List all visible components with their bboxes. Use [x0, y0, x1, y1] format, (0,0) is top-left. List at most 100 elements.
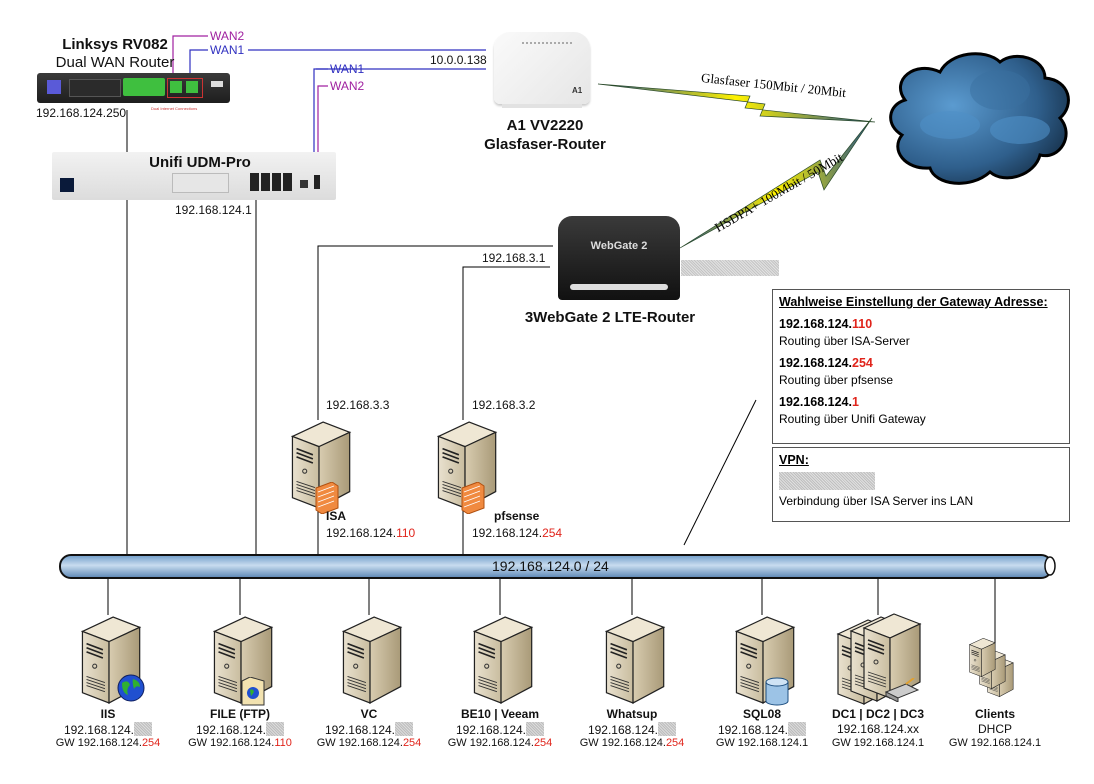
- gateway-suffix: 1: [918, 737, 925, 749]
- internet-cloud-icon: [889, 52, 1070, 185]
- masked-ip: [681, 260, 779, 276]
- server-gateway: GW 192.168.124. 1: [920, 737, 1070, 749]
- server-gateway: GW 192.168.124.1: [687, 737, 837, 749]
- server-ip: DHCP: [925, 722, 1065, 736]
- server-icon: [596, 613, 668, 710]
- server-ip: 192.168.124.: [38, 722, 178, 737]
- gateway-ip-suffix: 110: [852, 317, 873, 331]
- database-icon: [765, 677, 789, 706]
- lan-ip-suffix: 110: [396, 526, 416, 540]
- gateway-prefix: GW 192.168.124.: [715, 737, 803, 749]
- linksys-port-label: Dual Internet Connections: [151, 106, 198, 111]
- gateway-option-ip: 192.168.124.1: [779, 394, 1063, 411]
- gateway-ip-suffix: 1: [852, 395, 859, 409]
- vpn-masked-address: [779, 472, 875, 490]
- lan-ip-prefix: 192.168.124.: [472, 526, 543, 540]
- gateway-option-desc: Routing über pfsense: [779, 373, 894, 387]
- server-ip-text: 192.168.124.: [717, 723, 789, 737]
- gateway-option-ip: 192.168.124.254: [779, 355, 1063, 372]
- gateway-ip-prefix: 192.168.124.: [779, 395, 852, 409]
- server-icon: [333, 613, 405, 710]
- a1-subtitle: Glasfaser-Router: [484, 136, 606, 153]
- server-name: DC1 | DC2 | DC3: [831, 707, 925, 721]
- webgate-logo: WebGate 2: [590, 240, 648, 252]
- masked-ip-octet: [526, 722, 545, 736]
- server-ip: 192.168.124.: [562, 722, 702, 737]
- link-linksys-wan2: [172, 35, 208, 90]
- webgate-router-icon: WebGate 2: [558, 216, 680, 300]
- server-ip-text: 192.168.124.: [324, 723, 396, 737]
- server-gateway: GW 192.168.124.1: [803, 737, 953, 749]
- gateway-ip-prefix: 192.168.124.: [779, 317, 852, 331]
- server-ip: 192.168.124.: [299, 722, 439, 737]
- server-icon: [72, 613, 145, 710]
- server-ip: 192.168.124.xx: [808, 722, 948, 736]
- a1-ip: 10.0.0.138: [430, 53, 487, 67]
- server-gateway: GW 192.168.124.254: [557, 737, 707, 749]
- firewall-wan-ip: 192.168.3.3: [326, 398, 390, 412]
- link-webgate-isa: [317, 245, 553, 420]
- server-ip-text: 192.168.124.: [63, 723, 135, 737]
- gateway-box-title: Wahlweise Einstellung der Gateway Adress…: [779, 295, 1048, 309]
- server-ip: 192.168.124.: [170, 722, 310, 737]
- server-ip-text: 192.168.124.: [195, 723, 267, 737]
- lan-bus: [59, 554, 1056, 579]
- gateway-ip-prefix: 192.168.124.: [779, 356, 852, 370]
- server-ip: 192.168.124.: [430, 722, 570, 737]
- gateway-suffix: 1: [802, 737, 809, 749]
- firewall-server-icon: [282, 418, 354, 515]
- linksys-wan2-label: WAN2: [210, 29, 245, 43]
- masked-ip-octet: [395, 722, 414, 736]
- a1-router-base: [502, 104, 582, 108]
- gateway-prefix: GW 192.168.124.: [188, 737, 275, 749]
- gateway-prefix: GW 192.168.124.: [579, 737, 666, 749]
- gateway-prefix: GW 192.168.124.: [447, 737, 534, 749]
- server-ip-text: 192.168.124.: [455, 723, 527, 737]
- link-udm-wan1: [313, 68, 328, 180]
- gateway-suffix: 254: [665, 737, 685, 749]
- server-ip-text: 192.168.124.xx: [836, 722, 920, 736]
- gateway-option-ip: 192.168.124.110: [779, 316, 1063, 333]
- masked-ip-octet: [134, 722, 153, 736]
- gateway-prefix: GW 192.168.124.: [948, 737, 1036, 749]
- webgate-ip: 192.168.3.1: [482, 251, 546, 265]
- linksys-router-icon: [37, 73, 230, 103]
- gateway-suffix: 254: [141, 737, 161, 749]
- firewall-wan-ip: 192.168.3.2: [472, 398, 536, 412]
- lte-link-bolt: [679, 117, 873, 249]
- server-name: Whatsup: [606, 707, 658, 721]
- linksys-ip: 192.168.124.250: [36, 106, 127, 120]
- gateway-ip-suffix: 254: [852, 356, 873, 370]
- server-ip-text: 192.168.124.: [587, 723, 659, 737]
- gateway-suffix: 254: [402, 737, 422, 749]
- ftp-folder-icon: [241, 677, 265, 706]
- server-ip: 192.168.124.: [692, 722, 832, 737]
- gateway-info-box: Wahlweise Einstellung der Gateway Adress…: [772, 289, 1070, 444]
- lan-ip-prefix: 192.168.124.: [326, 526, 397, 540]
- server-name: VC: [360, 707, 378, 721]
- webgate-name: 3WebGate 2 LTE-Router: [524, 309, 696, 326]
- server-gateway: GW 192.168.124.254: [294, 737, 444, 749]
- lan-ip-suffix: 254: [542, 526, 563, 540]
- server-ip-text: DHCP: [977, 722, 1012, 736]
- directory-book-icon: [884, 678, 920, 702]
- gateway-suffix: 110: [274, 737, 292, 749]
- server-icon: [726, 613, 798, 710]
- server-name: IIS: [100, 707, 116, 721]
- udm-name: Unifi UDM-Pro: [149, 154, 251, 171]
- gateway-prefix: GW 192.168.124.: [316, 737, 403, 749]
- server-name: FILE (FTP): [210, 707, 270, 721]
- firewall-lan-ip: 192.168.124.254: [472, 526, 562, 540]
- gateway-suffix: 254: [533, 737, 553, 749]
- firewall-server-icon: [428, 418, 500, 515]
- server-name: BE10 | Veeam: [460, 707, 540, 721]
- gateway-prefix: GW 192.168.124.: [831, 737, 919, 749]
- server-icon: [464, 613, 536, 710]
- server-icon: [204, 613, 276, 710]
- gateway-option-desc: Routing über Unifi Gateway: [779, 412, 926, 426]
- server-name: SQL08: [742, 707, 781, 721]
- firewall-lan-ip: 192.168.124.110: [326, 526, 415, 540]
- server-gateway: GW 192.168.124.254: [425, 737, 575, 749]
- firewall-name: pfsense: [494, 509, 540, 523]
